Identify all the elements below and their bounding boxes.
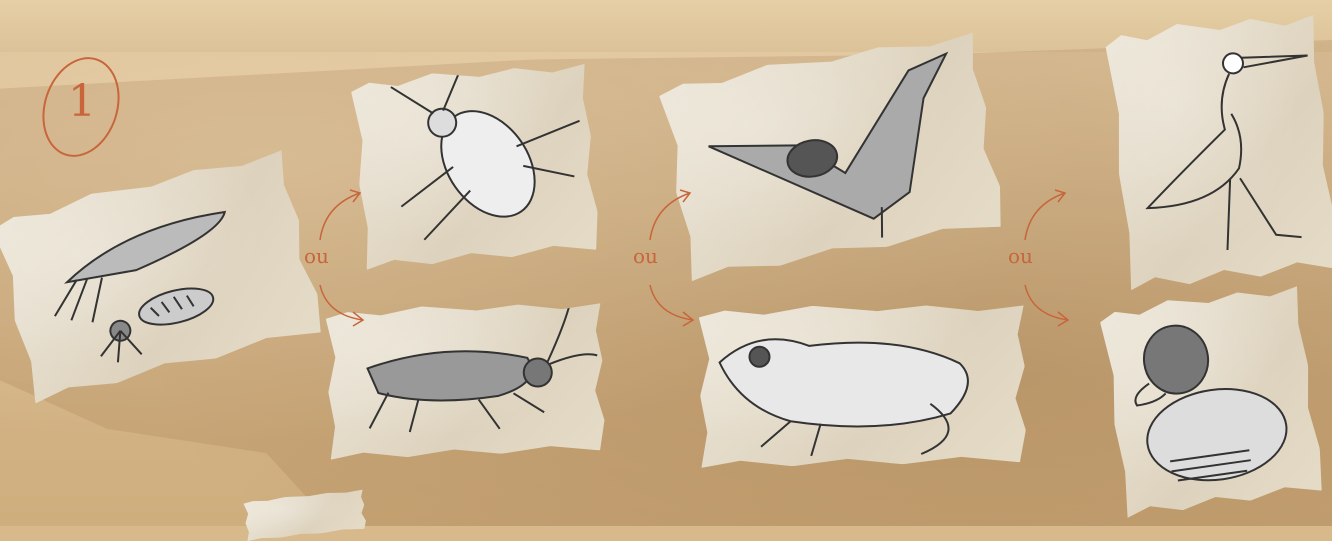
or-label: ou [304,244,329,268]
beetle-icon [350,60,601,270]
duck-card[interactable] [1098,282,1325,518]
frog-icon [699,302,1027,468]
partial-card[interactable] [243,489,367,541]
or-label: ou [633,244,658,268]
egret-icon [1104,10,1332,291]
duck-icon [1098,282,1325,518]
arrow-up-2 [645,185,705,245]
arrow-up-3 [1020,185,1080,245]
step-number: 1 [68,76,96,127]
arrow-up-1 [315,185,375,245]
arrow-down-1 [315,280,375,330]
game-board: 1 [0,0,1332,526]
or-label: ou [1008,244,1033,268]
arrow-down-2 [645,280,705,330]
frog-card[interactable] [699,302,1027,468]
beetle-card[interactable] [350,60,601,270]
arrow-down-3 [1020,280,1080,330]
egret-card[interactable] [1104,10,1332,291]
